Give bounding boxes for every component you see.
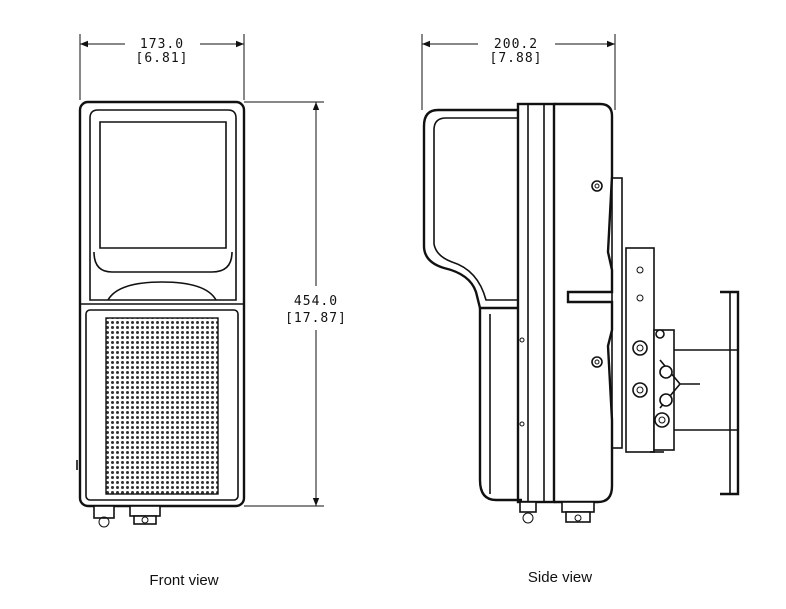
front-view-caption: Front view <box>149 572 218 589</box>
front-height-dimension: 454.0 [17.87] <box>244 102 347 506</box>
front-width-in: [6.81] <box>136 51 189 66</box>
side-depth-in: [7.88] <box>490 51 543 66</box>
front-height-mm: 454.0 <box>294 294 338 309</box>
mounting-bracket <box>650 292 738 494</box>
side-view: 200.2 [7.88] <box>422 34 738 586</box>
front-bottom-connectors <box>94 506 160 527</box>
side-depth-mm: 200.2 <box>494 37 538 52</box>
front-height-in: [17.87] <box>285 311 347 326</box>
speaker-grille <box>106 318 218 494</box>
front-width-dimension: 173.0 [6.81] <box>80 34 244 100</box>
front-width-mm: 173.0 <box>140 37 184 52</box>
side-view-caption: Side view <box>528 569 592 586</box>
side-bottom-connectors <box>520 502 594 523</box>
side-depth-dimension: 200.2 [7.88] <box>422 34 615 110</box>
front-view: 173.0 [6.81] 454.0 [17.87] <box>77 34 347 589</box>
